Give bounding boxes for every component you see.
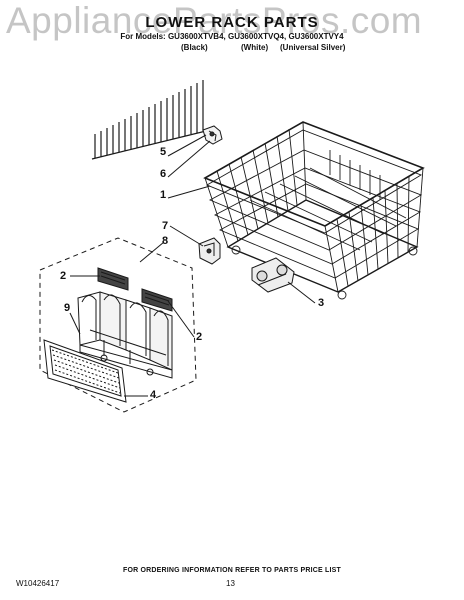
- color-black: (Black): [181, 43, 208, 52]
- callout-3: 3: [318, 297, 325, 309]
- page-title: LOWER RACK PARTS: [145, 14, 319, 31]
- wheel-assembly-part: [251, 257, 295, 293]
- rack-clip-part: [202, 125, 223, 145]
- watermark: AppliancePartsPros.com: [6, 0, 423, 41]
- color-white: (White): [241, 43, 269, 52]
- document-number: W10426417: [16, 579, 60, 588]
- tine-row: [91, 80, 207, 160]
- callout-6: 6: [160, 168, 167, 180]
- callout-4: 4: [150, 389, 157, 401]
- callout-1: 1: [160, 189, 167, 201]
- callout-7: 7: [162, 220, 169, 232]
- basket-lid-right: [141, 288, 173, 312]
- callout-5: 5: [160, 146, 167, 158]
- lower-dish-rack: [203, 121, 425, 300]
- basket-cover-part: [43, 339, 127, 403]
- page-number: 13: [226, 579, 235, 588]
- models-line: For Models: GU3600XTVB4, GU3600XTVQ4, GU…: [120, 32, 344, 41]
- rack-bracket-part: [198, 237, 221, 265]
- callout-2-left: 2: [60, 270, 67, 282]
- ordering-note: FOR ORDERING INFORMATION REFER TO PARTS …: [122, 567, 342, 574]
- callout-9: 9: [64, 302, 71, 314]
- color-universal-silver: (Universal Silver): [280, 43, 346, 52]
- callout-2-right: 2: [196, 331, 203, 343]
- callout-8: 8: [162, 235, 169, 247]
- leader-lines: [69, 134, 316, 397]
- silverware-basket: [77, 291, 173, 379]
- silverware-basket-outline: [39, 237, 197, 413]
- basket-lid-left: [97, 267, 129, 291]
